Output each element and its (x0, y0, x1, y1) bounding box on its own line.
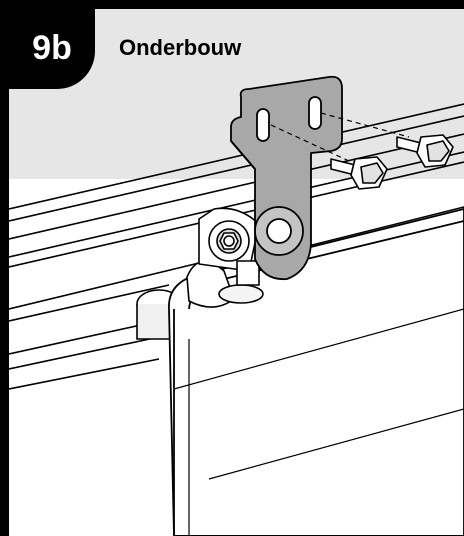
section-title: Onderbouw (119, 35, 242, 60)
motor-end-cap (186, 207, 264, 308)
assembly-illustration (9, 9, 464, 536)
rail (9, 103, 464, 390)
guide-lines (270, 112, 410, 162)
hex-screw-2 (396, 134, 454, 168)
mounting-bracket (230, 75, 343, 281)
hex-screw-1 (330, 156, 388, 190)
step-number: 9b (32, 28, 72, 67)
step-badge: 9b (9, 9, 95, 89)
